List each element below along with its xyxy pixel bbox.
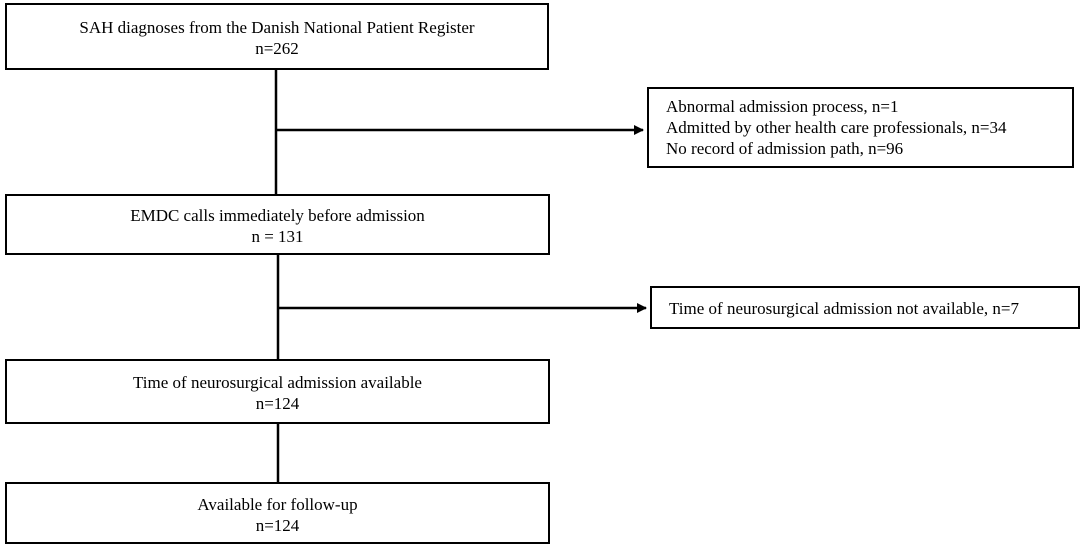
emdc-calls-box: EMDC calls immediately before admission …: [5, 194, 550, 255]
follow-up-label: Available for follow-up: [197, 495, 358, 514]
exclusion-time-not-available: Time of neurosurgical admission not avai…: [669, 299, 1020, 318]
sah-diagnoses-count: n=262: [255, 39, 299, 58]
follow-up-count: n=124: [255, 516, 300, 535]
sah-diagnoses-box: SAH diagnoses from the Danish National P…: [5, 3, 549, 70]
exclusion-abnormal-admission: Abnormal admission process, n=1: [666, 97, 899, 116]
neurosurgical-admission-label: Time of neurosurgical admission availabl…: [133, 373, 422, 392]
emdc-calls-count: n = 131: [251, 227, 304, 246]
exclusion-box-1: Abnormal admission process, n=1 Admitted…: [647, 87, 1074, 168]
sah-diagnoses-label: SAH diagnoses from the Danish National P…: [79, 18, 475, 37]
exclusion-other-professionals: Admitted by other health care profession…: [666, 118, 1007, 137]
exclusion-box-2: Time of neurosurgical admission not avai…: [650, 286, 1080, 329]
neurosurgical-admission-count: n=124: [255, 394, 300, 413]
neurosurgical-admission-box: Time of neurosurgical admission availabl…: [5, 359, 550, 424]
follow-up-box: Available for follow-up n=124: [5, 482, 550, 544]
exclusion-no-record: No record of admission path, n=96: [666, 139, 904, 158]
emdc-calls-label: EMDC calls immediately before admission: [130, 206, 425, 225]
